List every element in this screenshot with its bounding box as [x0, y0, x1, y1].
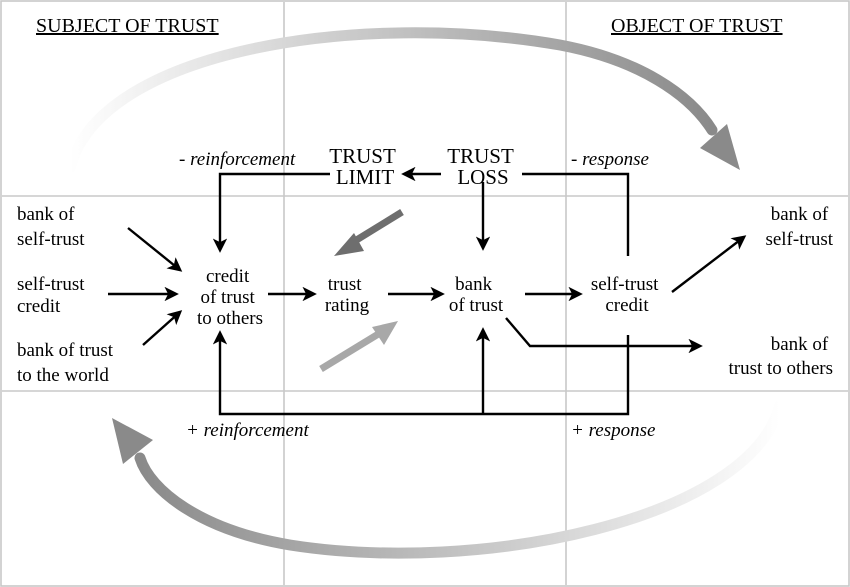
arrow-to-bank-trust-others	[505, 317, 703, 354]
arrow-to-bank-self-trust	[671, 235, 747, 293]
neg-response-label: - response	[571, 149, 649, 170]
object-of-trust-header: OBJECT OF TRUST	[611, 15, 783, 37]
arrow-neg-response	[522, 172, 630, 256]
neg-reinforcement-label: - reinforcement	[179, 149, 296, 170]
arrow-bank-world-in	[142, 310, 183, 346]
self-trust-credit-right-node: self-trust credit	[591, 274, 663, 316]
bank-of-trust-to-the-world-node: bank of trust to the world	[17, 340, 118, 386]
trust-rating-node: trust rating	[325, 274, 370, 316]
arrow-limit-to-credit	[212, 172, 330, 253]
self-trust-credit-left-node: self-trust credit	[17, 274, 89, 317]
bank-of-self-trust-left-node: bank of self-trust	[17, 204, 85, 250]
arrow-pos-reinforcement	[212, 330, 630, 416]
top-cycle-arrow	[64, 27, 740, 174]
credit-of-trust-to-others-node: credit of trust to others	[197, 266, 263, 329]
trust-limit-node: TRUST LIMIT	[329, 144, 400, 189]
bank-of-self-trust-right-node: bank of self-trust	[765, 204, 833, 250]
dark-gray-diagonal-arrow	[334, 209, 404, 256]
subject-of-trust-header: SUBJECT OF TRUST	[36, 15, 219, 37]
light-gray-diagonal-arrow	[319, 321, 398, 372]
pos-reinforcement-label: + reinforcement	[186, 420, 309, 441]
pos-response-label: + response	[571, 420, 655, 441]
bank-of-trust-to-others-node: bank of trust to others	[729, 334, 834, 379]
arrow-bank-self-trust-in	[127, 227, 183, 272]
trust-loss-node: TRUST LOSS	[447, 144, 518, 189]
bank-of-trust-node: bank of trust	[449, 274, 504, 316]
bottom-cycle-arrow	[112, 399, 786, 559]
flow-arrows	[108, 166, 747, 416]
